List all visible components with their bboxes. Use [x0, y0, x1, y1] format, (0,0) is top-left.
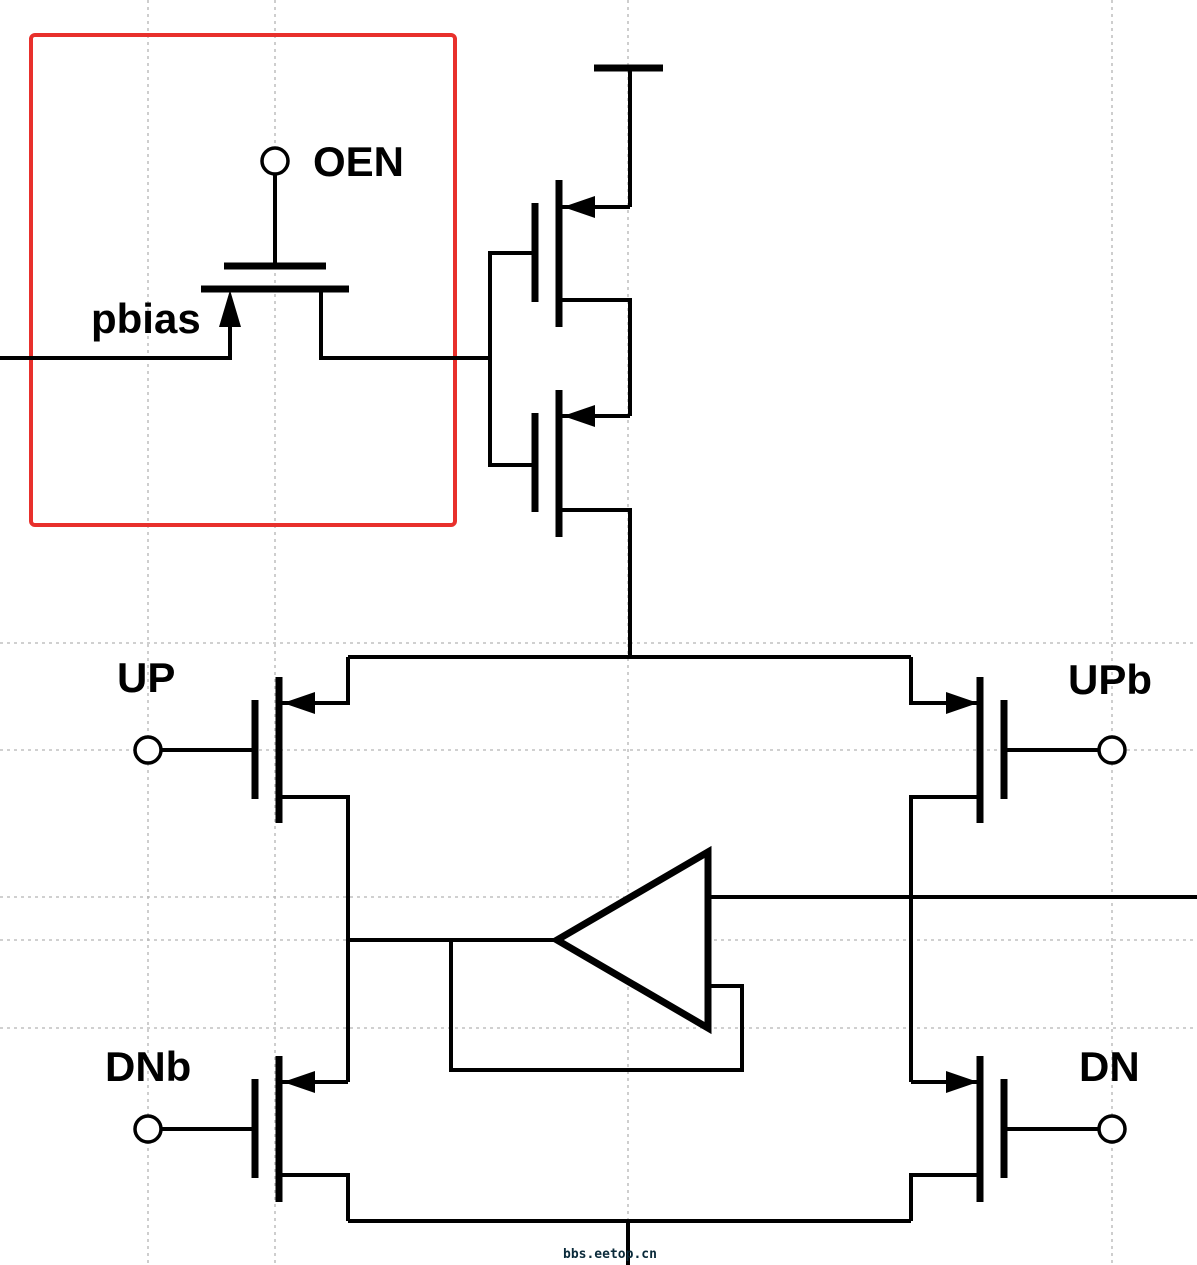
oen-switch-transistor: [0, 175, 490, 360]
dnb-label: DNb: [105, 1043, 191, 1090]
up-pin[interactable]: [133, 735, 163, 765]
highlight-box: [29, 33, 457, 527]
up-switch-transistor: [160, 657, 350, 1082]
oen-pin[interactable]: [260, 146, 290, 176]
upb-label: UPb: [1068, 656, 1152, 703]
oen-label: OEN: [313, 138, 404, 185]
upb-pin[interactable]: [1097, 735, 1127, 765]
amp-feedback-wire: [449, 940, 744, 1072]
dn-pin[interactable]: [1097, 1114, 1127, 1144]
buffer-amplifier: [550, 845, 712, 1035]
dnb-pin[interactable]: [133, 1114, 163, 1144]
watermark: bbs.eetop.cn: [563, 1247, 657, 1262]
dnb-switch-transistor: [160, 1056, 350, 1221]
dn-label: DN: [1079, 1043, 1140, 1090]
upb-switch-transistor: [909, 657, 1099, 1082]
pmos-current-source-bottom: [531, 390, 632, 657]
dn-switch-transistor: [909, 1056, 1099, 1221]
pbias-label: pbias: [91, 295, 201, 342]
bias-gate-wire: [488, 251, 532, 467]
up-label: UP: [117, 654, 175, 701]
pmos-current-source-top: [531, 180, 632, 416]
